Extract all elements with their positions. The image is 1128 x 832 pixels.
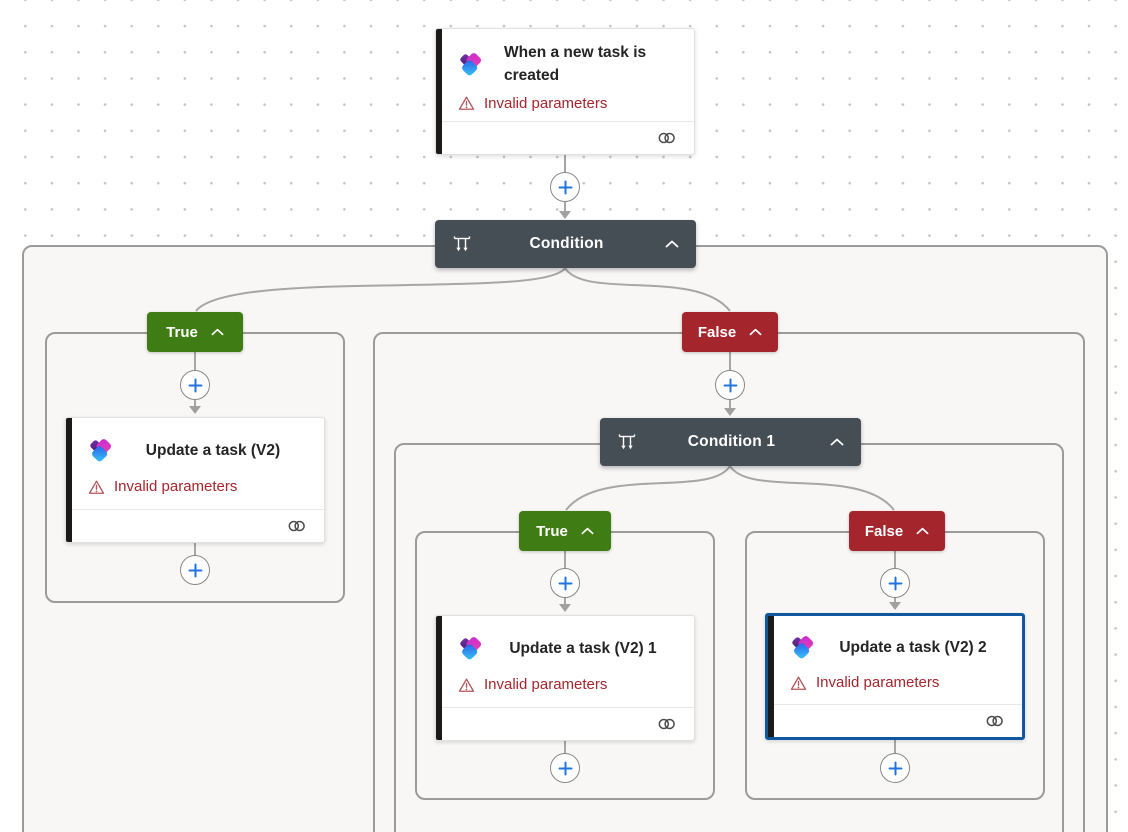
action-title: Update a task (V2) xyxy=(145,441,281,459)
insert-action-button[interactable] xyxy=(880,753,910,783)
plus-icon xyxy=(187,562,204,579)
chevron-up-icon xyxy=(749,328,762,336)
connection-link-button[interactable] xyxy=(655,715,679,733)
plus-icon xyxy=(557,179,574,196)
plus-icon xyxy=(887,760,904,777)
warning-icon xyxy=(458,677,475,693)
planner-icon xyxy=(86,436,116,466)
plus-icon xyxy=(557,575,574,592)
invalid-parameters-status: Invalid parameters xyxy=(484,94,608,112)
card-accent-bar xyxy=(436,29,442,154)
plus-icon xyxy=(722,377,739,394)
plus-icon xyxy=(557,760,574,777)
condition-node-header[interactable]: Condition xyxy=(435,220,696,268)
nested-true-branch-badge[interactable]: True xyxy=(519,511,611,551)
link-icon xyxy=(657,717,677,731)
true-branch-badge[interactable]: True xyxy=(147,312,243,352)
plus-icon xyxy=(187,377,204,394)
condition1-node-header[interactable]: Condition 1 xyxy=(600,418,861,466)
insert-action-button[interactable] xyxy=(880,568,910,598)
insert-action-button[interactable] xyxy=(550,568,580,598)
plus-icon xyxy=(887,575,904,592)
true-branch-label: True xyxy=(166,323,198,341)
action-card-update-task-v2-2[interactable]: Update a task (V2) 2 Invalid parameters xyxy=(765,613,1025,740)
connection-link-button[interactable] xyxy=(285,517,309,535)
trigger-title: When a new task is created xyxy=(504,44,647,84)
link-icon xyxy=(287,519,307,533)
invalid-parameters-status: Invalid parameters xyxy=(114,478,238,495)
false-branch-label: False xyxy=(697,323,737,341)
chevron-up-icon xyxy=(211,328,224,336)
invalid-parameters-status: Invalid parameters xyxy=(484,676,608,693)
condition-icon xyxy=(452,234,472,254)
warning-icon xyxy=(458,95,475,111)
trigger-card-when-new-task-created[interactable]: When a new task is created Invalid param… xyxy=(435,28,695,155)
warning-icon xyxy=(88,479,105,495)
connection-link-button[interactable] xyxy=(655,129,679,147)
insert-action-button[interactable] xyxy=(180,370,210,400)
insert-action-button[interactable] xyxy=(180,555,210,585)
action-card-update-task-v2[interactable]: Update a task (V2) Invalid parameters xyxy=(65,417,325,543)
card-accent-bar xyxy=(768,616,774,737)
insert-action-button[interactable] xyxy=(550,753,580,783)
nested-true-branch-label: True xyxy=(536,522,568,540)
condition-icon xyxy=(617,432,637,452)
nested-false-branch-label: False xyxy=(864,522,904,540)
action-card-update-task-v2-1[interactable]: Update a task (V2) 1 Invalid parameters xyxy=(435,615,695,741)
collapse-condition1-button[interactable] xyxy=(826,434,848,450)
insert-action-button[interactable] xyxy=(715,370,745,400)
chevron-up-icon xyxy=(581,527,594,535)
chevron-up-icon xyxy=(665,240,679,248)
chevron-up-icon xyxy=(916,527,929,535)
card-accent-bar xyxy=(436,616,442,740)
chevron-up-icon xyxy=(830,438,844,446)
insert-action-button[interactable] xyxy=(550,172,580,202)
planner-icon xyxy=(456,50,486,80)
action-title: Update a task (V2) 2 xyxy=(839,638,987,656)
collapse-condition-button[interactable] xyxy=(661,236,683,252)
condition-label: Condition xyxy=(529,235,604,252)
link-icon xyxy=(657,131,677,145)
nested-false-branch-badge[interactable]: False xyxy=(849,511,945,551)
planner-icon xyxy=(456,634,486,664)
connection-link-button[interactable] xyxy=(983,712,1007,730)
planner-icon xyxy=(788,633,818,663)
card-accent-bar xyxy=(66,418,72,542)
action-title: Update a task (V2) 1 xyxy=(509,639,657,657)
false-branch-badge[interactable]: False xyxy=(682,312,778,352)
link-icon xyxy=(985,714,1005,728)
invalid-parameters-status: Invalid parameters xyxy=(816,674,940,691)
condition1-label: Condition 1 xyxy=(687,433,776,450)
warning-icon xyxy=(790,675,807,691)
